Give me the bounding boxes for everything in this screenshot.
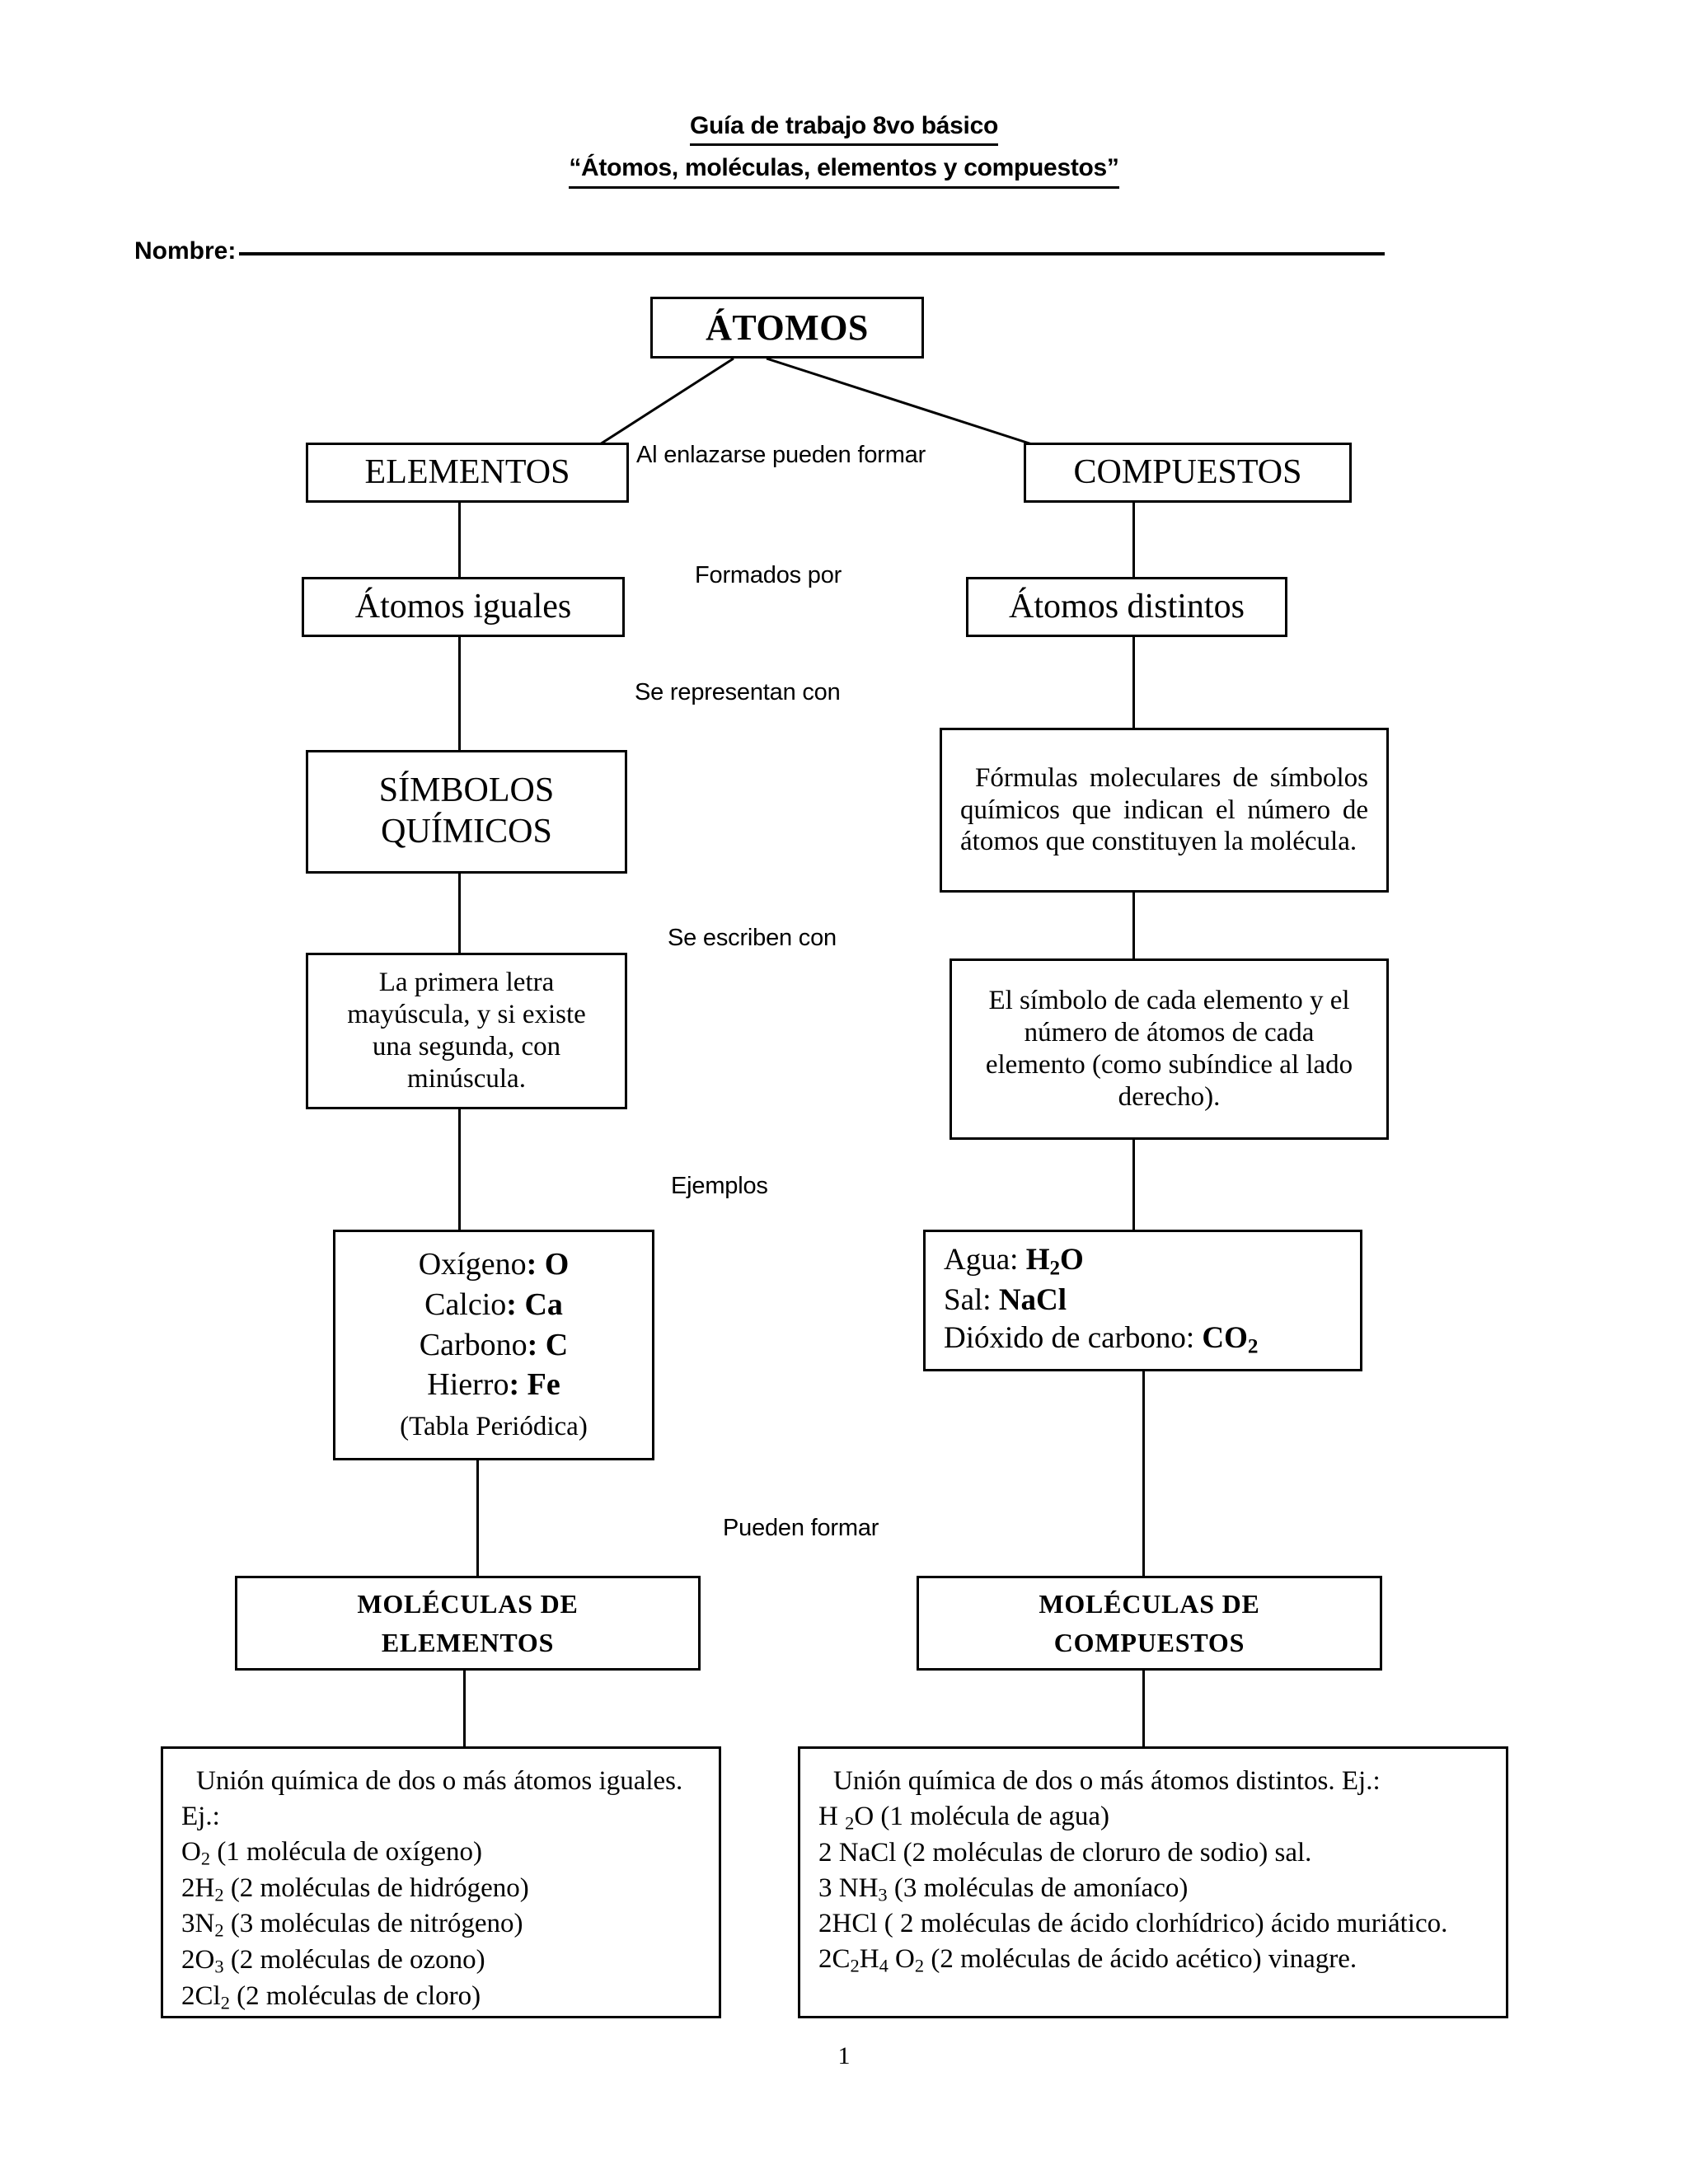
connector-label-ejemplos: Ejemplos <box>671 1173 768 1199</box>
node-moleculas-compuestos-line-2: COMPUESTOS <box>1053 1627 1245 1657</box>
node-formulas-moleculares-text: Fórmulas moleculares de símbolos químico… <box>960 762 1368 857</box>
node-detail-moleculas-compuestos: Unión química de dos o más átomos distin… <box>798 1746 1508 2018</box>
node-moleculas-elementos-text: MOLÉCULAS DE ELEMENTOS <box>237 1585 698 1661</box>
connector-simbolos-primeraletra <box>458 874 461 953</box>
page-number: 1 <box>837 2042 851 2069</box>
examples-compounds-list: Agua: H2O Sal: NaCl Dióxido de carbono: … <box>926 1241 1360 1361</box>
example-element-name: Calcio <box>424 1287 507 1323</box>
node-simbolo-cada-elemento-text: El símbolo de cada elemento y el número … <box>985 986 1353 1112</box>
document-header: Guía de trabajo 8vo básico “Átomos, molé… <box>0 109 1688 189</box>
name-blank-line[interactable] <box>239 252 1386 255</box>
connector-atomosdistintos-formulas <box>1132 637 1135 728</box>
connector-compuestos-atomosdistintos <box>1132 503 1135 579</box>
connector-molelementos-detail <box>463 1671 466 1750</box>
connector-simbolocada-ejemplos-compuestos <box>1132 1140 1135 1230</box>
example-compound-name: Sal: <box>944 1282 992 1317</box>
connector-label-al-enlazarse: Al enlazarse pueden formar <box>636 442 926 468</box>
connector-label-pueden-formar: Pueden formar <box>723 1515 879 1541</box>
example-compound-name: Agua: <box>944 1242 1019 1277</box>
connector-formulas-simbolocada <box>1132 893 1135 958</box>
example-element-symbol: : O <box>526 1247 570 1282</box>
node-simbolos-quimicos-text: SÍMBOLOS QUÍMICOS <box>308 771 625 852</box>
page-subtitle: “Átomos, moléculas, elementos y compuest… <box>569 151 1119 189</box>
node-atomos-iguales-label: Átomos iguales <box>354 587 572 626</box>
example-element-name: Carbono <box>419 1327 528 1362</box>
node-moleculas-elementos-line-2: ELEMENTOS <box>381 1627 555 1657</box>
connector-label-se-representan-con: Se representan con <box>635 679 841 705</box>
node-primera-letra-text: La primera letra mayúscula, y si existe … <box>347 968 586 1094</box>
example-element-name: Oxígeno <box>418 1247 527 1282</box>
example-element-symbol: : C <box>527 1327 569 1362</box>
example-element-line: Oxígeno: O <box>419 1247 570 1282</box>
example-element-line: Calcio: Ca <box>424 1287 563 1322</box>
examples-elements-footnote: (Tabla Periódica) <box>400 1411 588 1441</box>
example-compound-name: Dióxido de carbono: <box>944 1321 1195 1356</box>
detail-compounds-item: H 2O (1 molécula de agua) <box>818 1801 1110 1834</box>
example-element-name: Hierro <box>427 1367 509 1403</box>
name-field-row: Nombre: <box>134 237 1386 265</box>
detail-elements-item: O2 (1 molécula de oxígeno) <box>181 1836 482 1869</box>
header-title-line-1: Guía de trabajo 8vo básico <box>0 109 1688 147</box>
detail-compounds-item: 2C2H4 O2 (2 moléculas de ácido acético) … <box>818 1944 1357 1976</box>
node-atomos: ÁTOMOS <box>650 297 924 359</box>
detail-elements-item: 2H2 (2 moléculas de hidrógeno) <box>181 1872 529 1905</box>
node-primera-letra: La primera letra mayúscula, y si existe … <box>306 953 627 1109</box>
example-compound-formula: CO2 <box>1202 1321 1259 1358</box>
detail-elements-body: Unión química de dos o más átomos iguale… <box>163 1749 719 2015</box>
node-atomos-distintos-label: Átomos distintos <box>1009 587 1245 626</box>
node-compuestos: COMPUESTOS <box>1024 443 1352 503</box>
detail-elements-item: 2O3 (2 moléculas de ozono) <box>181 1945 485 1977</box>
node-atomos-iguales: Átomos iguales <box>302 577 625 637</box>
node-simbolo-cada-elemento: El símbolo de cada elemento y el número … <box>950 958 1389 1140</box>
connector-atomos-branches <box>599 357 1033 446</box>
node-examples-compounds: Agua: H2O Sal: NaCl Dióxido de carbono: … <box>923 1230 1362 1371</box>
node-moleculas-elementos: MOLÉCULAS DE ELEMENTOS <box>235 1576 701 1671</box>
connector-primeraletra-ejemplos-elementos <box>458 1109 461 1230</box>
detail-elements-item: 2Cl2 (2 moléculas de cloro) <box>181 1980 481 2013</box>
node-compuestos-label: COMPUESTOS <box>1073 452 1302 491</box>
examples-elements-list: Oxígeno: O Calcio: Ca Carbono: C Hierro:… <box>335 1244 652 1445</box>
node-moleculas-elementos-line-1: MOLÉCULAS DE <box>357 1589 579 1619</box>
example-compound-formula: H2O <box>1025 1242 1084 1279</box>
detail-compounds-body: Unión química de dos o más átomos distin… <box>800 1749 1506 1978</box>
node-simbolos-quimicos: SÍMBOLOS QUÍMICOS <box>306 750 627 874</box>
example-compound-line: Dióxido de carbono: CO2 <box>944 1321 1259 1358</box>
example-element-line: Carbono: C <box>420 1328 568 1362</box>
example-compound-formula: NaCl <box>998 1282 1067 1317</box>
node-atomos-distintos: Átomos distintos <box>966 577 1287 637</box>
connector-examples-moleculas-compuestos <box>1142 1371 1145 1576</box>
node-formulas-moleculares: Fórmulas moleculares de símbolos químico… <box>940 728 1389 893</box>
connector-examples-moleculas-elementos <box>476 1460 479 1576</box>
node-simbolos-line-1: SÍMBOLOS <box>378 771 555 810</box>
node-simbolos-line-2: QUÍMICOS <box>381 813 552 851</box>
name-label: Nombre: <box>134 237 237 265</box>
node-elementos-label: ELEMENTOS <box>364 452 570 491</box>
example-element-line: Hierro: Fe <box>427 1367 560 1402</box>
node-examples-elements: Oxígeno: O Calcio: Ca Carbono: C Hierro:… <box>333 1230 654 1460</box>
connector-label-formados-por: Formados por <box>695 562 842 588</box>
example-compound-line: Agua: H2O <box>944 1242 1084 1279</box>
node-moleculas-compuestos-text: MOLÉCULAS DE COMPUESTOS <box>919 1585 1380 1661</box>
node-detail-moleculas-elementos: Unión química de dos o más átomos iguale… <box>161 1746 721 2018</box>
node-moleculas-compuestos-line-1: MOLÉCULAS DE <box>1039 1589 1260 1619</box>
connector-elementos-atomosiguales <box>458 503 461 579</box>
node-elementos: ELEMENTOS <box>306 443 629 503</box>
example-element-symbol: : Fe <box>509 1367 560 1403</box>
detail-compounds-item: 2HCl ( 2 moléculas de ácido clorhídrico)… <box>818 1909 1448 1939</box>
example-compound-line: Sal: NaCl <box>944 1283 1067 1317</box>
example-element-symbol: : Ca <box>506 1287 563 1323</box>
connector-label-se-escriben-con: Se escriben con <box>668 925 837 951</box>
detail-compounds-item: 3 NH3 (3 moléculas de amoníaco) <box>818 1872 1189 1905</box>
detail-elements-intro: Unión química de dos o más átomos iguale… <box>181 1766 683 1831</box>
node-moleculas-compuestos: MOLÉCULAS DE COMPUESTOS <box>917 1576 1382 1671</box>
page-title: Guía de trabajo 8vo básico <box>690 109 998 147</box>
detail-compounds-item: 2 NaCl (2 moléculas de cloruro de sodio)… <box>818 1837 1312 1868</box>
connector-atomosiguales-simbolos <box>458 637 461 750</box>
header-title-line-2: “Átomos, moléculas, elementos y compuest… <box>0 151 1688 189</box>
detail-compounds-intro: Unión química de dos o más átomos distin… <box>833 1766 1381 1796</box>
detail-elements-item: 3N2 (3 moléculas de nitrógeno) <box>181 1909 523 1941</box>
node-atomos-label: ÁTOMOS <box>706 307 869 348</box>
connector-molcompuestos-detail <box>1142 1671 1145 1750</box>
